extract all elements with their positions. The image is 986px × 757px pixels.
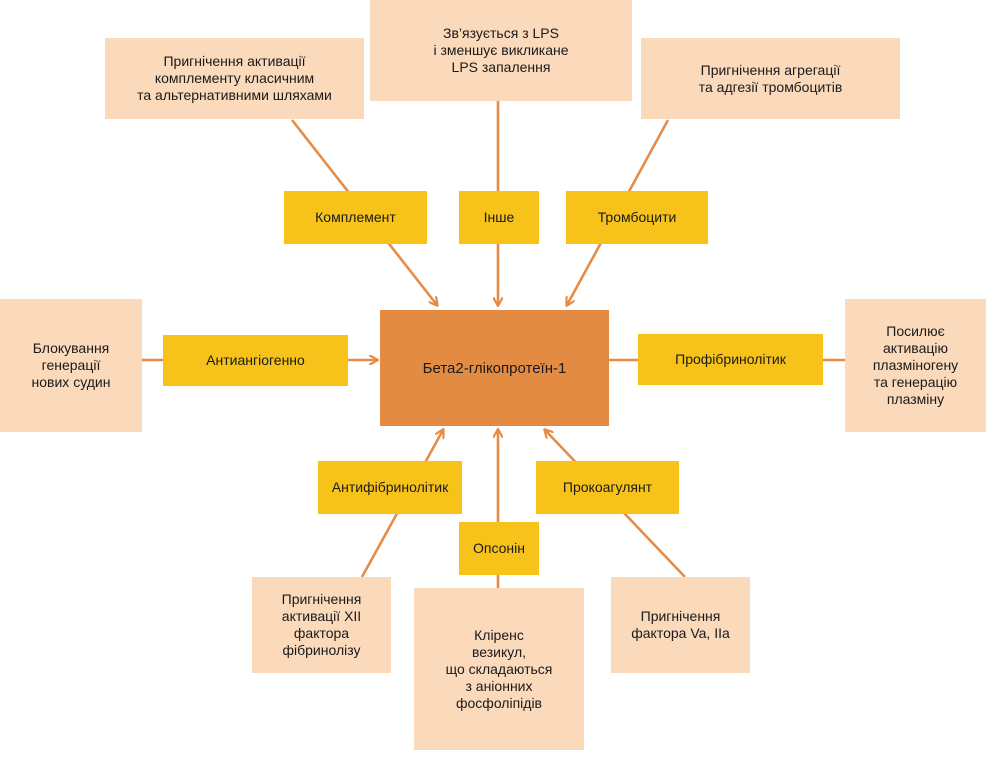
category-antifibrinolytic: Антифібринолітик xyxy=(318,461,462,514)
effect-platelets: Пригнічення агрегації та адгезії тромбоц… xyxy=(641,38,900,119)
category-other: Інше xyxy=(459,191,539,244)
effect-profibrinolytic: Посилює активацію плазміногену та генера… xyxy=(845,299,986,432)
category-profibrinolytic: Профібринолітик xyxy=(638,334,823,385)
effect-opsonin: Кліренс везикул, що складаються з аніонн… xyxy=(414,588,584,750)
effect-procoagulant: Пригнічення фактора Va, IIa xyxy=(611,577,750,673)
effect-other: Зв’язується з LPS і зменшує викликане LP… xyxy=(370,0,632,101)
effect-antifibrinolytic: Пригнічення активації XII фактора фібрин… xyxy=(252,577,391,673)
category-platelets: Тромбоцити xyxy=(566,191,708,244)
category-complement: Комплемент xyxy=(284,191,427,244)
effect-antiangiogenic: Блокування генерації нових судин xyxy=(0,299,142,432)
category-antiangiogenic: Антиангіогенно xyxy=(163,335,348,386)
category-opsonin: Опсонін xyxy=(459,522,539,575)
category-procoagulant: Прокоагулянт xyxy=(536,461,679,514)
effect-complement: Пригнічення активації комплементу класич… xyxy=(105,38,364,119)
center-node: Бета2-глікопротеїн-1 xyxy=(380,310,609,426)
